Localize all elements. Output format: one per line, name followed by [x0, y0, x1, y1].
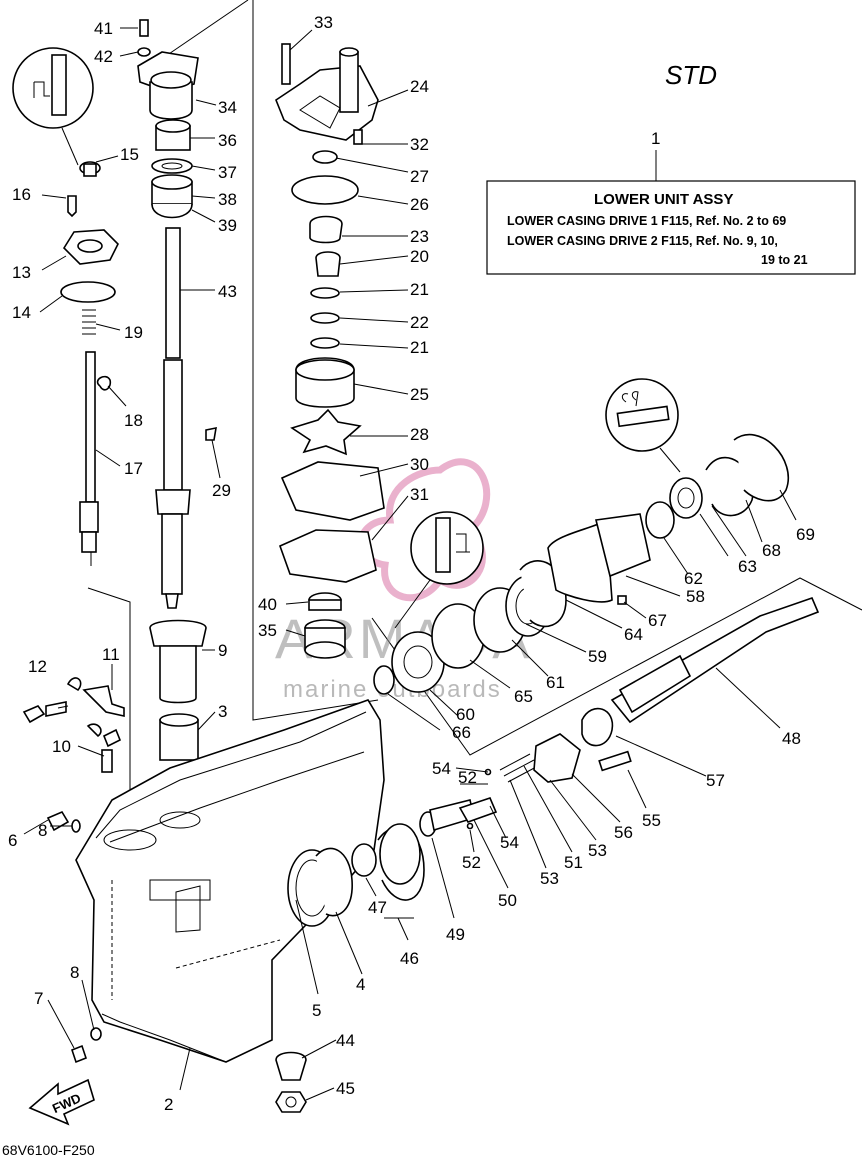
part-label-67: 67	[648, 611, 667, 630]
part-label-38: 38	[218, 190, 237, 209]
part-label-37: 37	[218, 163, 237, 182]
part-label-64: 64	[624, 625, 643, 644]
part-label-43: 43	[218, 282, 237, 301]
water-pump-parts	[275, 43, 385, 659]
part-label-17: 17	[124, 459, 143, 478]
part-label-12: 12	[28, 657, 47, 676]
part-label-41: 41	[94, 19, 113, 38]
part-label-55: 55	[642, 811, 661, 830]
part-label-35: 35	[258, 621, 277, 640]
part-label-63: 63	[738, 557, 757, 576]
info-box-line2: LOWER CASING DRIVE 2 F115, Ref. No. 9, 1…	[507, 234, 778, 248]
part-label-5: 5	[312, 1001, 321, 1020]
part-label-26: 26	[410, 195, 429, 214]
lower-casing	[75, 699, 385, 1063]
part-label-53: 53	[540, 869, 559, 888]
part-label-10: 10	[52, 737, 71, 756]
part-label-6: 6	[8, 831, 17, 850]
fwd-arrow-icon: FWD	[28, 1078, 95, 1126]
part-label-59: 59	[588, 647, 607, 666]
grease-symbol-a	[12, 47, 94, 166]
sleeve-parts	[149, 619, 207, 761]
part-label-65: 65	[514, 687, 533, 706]
part-label-9: 9	[218, 641, 227, 660]
leader-lines	[23, 27, 797, 1101]
part-label-14: 14	[12, 303, 31, 322]
part-label-3: 3	[218, 702, 227, 721]
part-label-69: 69	[796, 525, 815, 544]
forward-gear-parts	[373, 433, 789, 695]
info-box-line1: LOWER CASING DRIVE 1 F115, Ref. No. 2 to…	[507, 214, 786, 228]
part-label-56: 56	[614, 823, 633, 842]
part-label-19: 19	[124, 323, 143, 342]
part-label-53: 53	[588, 841, 607, 860]
part-label-52: 52	[462, 853, 481, 872]
info-box-line3: 19 to 21	[761, 253, 808, 267]
part-label-22: 22	[410, 313, 429, 332]
part-label-45: 45	[336, 1079, 355, 1098]
part-label-31: 31	[410, 485, 429, 504]
part-label-46: 46	[400, 949, 419, 968]
part-label-21: 21	[410, 338, 429, 357]
part-label-24: 24	[410, 77, 429, 96]
part-label-33: 33	[314, 13, 333, 32]
part-label-48: 48	[782, 729, 801, 748]
part-label-21: 21	[410, 280, 429, 299]
part-label-20: 20	[410, 247, 429, 266]
part-label-52: 52	[458, 768, 477, 787]
part-label-36: 36	[218, 131, 237, 150]
info-box-ref: 1	[651, 129, 660, 148]
part-label-27: 27	[410, 167, 429, 186]
grease-symbol-b	[605, 378, 681, 473]
part-label-18: 18	[124, 411, 143, 430]
part-label-51: 51	[564, 853, 583, 872]
part-label-30: 30	[410, 455, 429, 474]
part-label-11: 11	[102, 645, 120, 664]
part-label-8: 8	[70, 963, 79, 982]
part-label-49: 49	[446, 925, 465, 944]
diagram-code: 68V6100-F250	[2, 1142, 95, 1157]
part-label-15: 15	[120, 145, 139, 164]
part-label-16: 16	[12, 185, 31, 204]
part-label-61: 61	[546, 673, 565, 692]
part-label-50: 50	[498, 891, 517, 910]
part-label-13: 13	[12, 263, 31, 282]
watermark-logo-icon	[357, 458, 491, 602]
part-label-54: 54	[432, 759, 451, 778]
drive-shaft-parts	[137, 19, 217, 609]
part-label-68: 68	[762, 541, 781, 560]
part-label-25: 25	[410, 385, 429, 404]
part-label-62: 62	[684, 569, 703, 588]
part-label-66: 66	[452, 723, 471, 742]
grease-symbol-c	[394, 511, 484, 629]
propeller-shaft	[610, 597, 820, 724]
part-label-4: 4	[356, 975, 365, 994]
part-label-40: 40	[258, 595, 277, 614]
lower-gear-parts	[275, 707, 632, 1113]
info-box: 1 LOWER UNIT ASSY LOWER CASING DRIVE 1 F…	[486, 129, 856, 275]
part-label-23: 23	[410, 227, 429, 246]
part-label-54: 54	[500, 833, 519, 852]
part-label-57: 57	[706, 771, 725, 790]
part-label-47: 47	[368, 898, 387, 917]
info-box-title: LOWER UNIT ASSY	[594, 191, 733, 208]
part-label-29: 29	[212, 481, 231, 500]
shift-rod-parts	[60, 161, 119, 566]
part-label-39: 39	[218, 216, 237, 235]
part-label-60: 60	[456, 705, 475, 724]
part-label-32: 32	[410, 135, 429, 154]
part-label-44: 44	[336, 1031, 355, 1050]
part-label-7: 7	[34, 989, 43, 1008]
part-label-8: 8	[38, 821, 47, 840]
part-label-42: 42	[94, 47, 113, 66]
part-number-labels: 4142343637383943151613141918172933243227…	[8, 13, 815, 1114]
std-label: STD	[665, 60, 717, 90]
part-label-28: 28	[410, 425, 429, 444]
part-label-2: 2	[164, 1095, 173, 1114]
part-label-58: 58	[686, 587, 705, 606]
part-label-34: 34	[218, 98, 237, 117]
